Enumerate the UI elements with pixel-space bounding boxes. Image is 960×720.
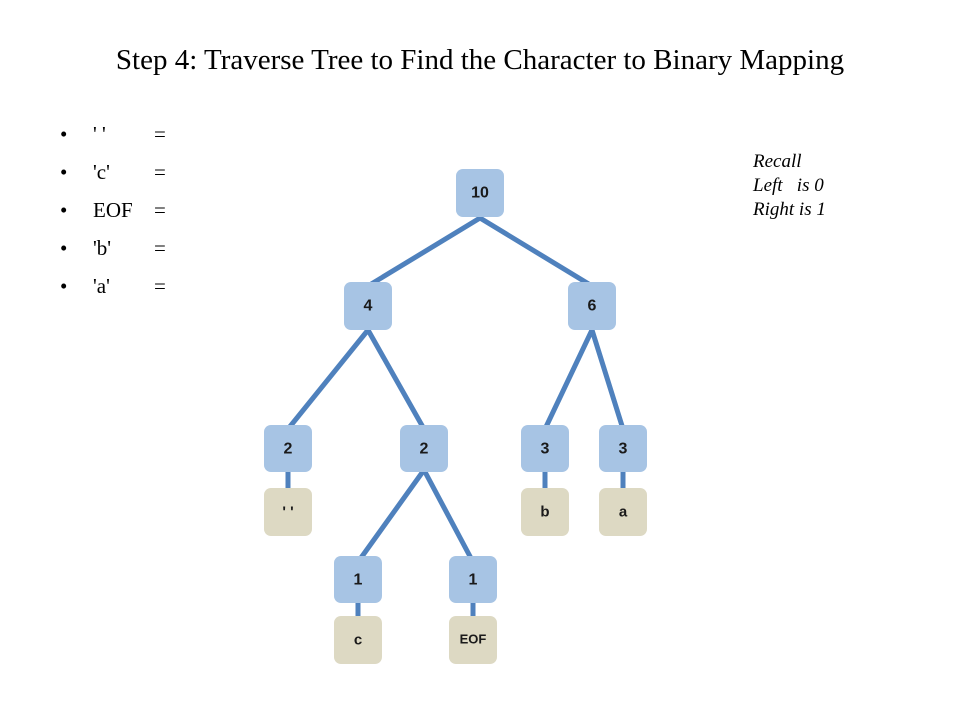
leaf-a-label: a	[619, 504, 628, 521]
leaf-eof-label: EOF	[460, 632, 487, 647]
node-ll-weight: 2	[284, 441, 293, 458]
edge-left-lr	[365, 327, 427, 432]
node-lrr: 1	[449, 556, 497, 603]
recall-note: Recall Left is 0 Right is 1	[753, 150, 826, 222]
node-lr-weight: 2	[420, 441, 429, 458]
leaf-space-label: ' '	[282, 504, 293, 521]
node-left: 4	[344, 282, 392, 330]
node-left-weight: 4	[364, 298, 373, 315]
mapping-symbol: ' '	[93, 122, 106, 146]
node-right: 6	[568, 282, 616, 330]
leaf-a: a	[599, 488, 647, 536]
node-ll: 2	[264, 425, 312, 472]
node-lrl-weight: 1	[354, 572, 363, 589]
edge-lr-lrr	[421, 467, 476, 565]
mapping-equals: =	[154, 274, 166, 298]
edge-right-rl	[542, 327, 595, 432]
edge-left-ll	[285, 327, 371, 432]
bullet-icon: •	[60, 122, 68, 146]
edge-right-rr	[589, 327, 626, 432]
leaf-space: ' '	[264, 488, 312, 536]
node-rl-weight: 3	[541, 441, 550, 458]
recall-left-rule: Left is 0	[753, 175, 824, 196]
mapping-symbol: EOF	[93, 198, 133, 222]
node-lrl: 1	[334, 556, 382, 603]
mapping-symbol: 'c'	[93, 160, 110, 184]
node-lrr-weight: 1	[469, 572, 478, 589]
bullet-icon: •	[60, 198, 68, 222]
node-rr-weight: 3	[619, 441, 628, 458]
page-title: Step 4: Traverse Tree to Find the Charac…	[115, 44, 845, 76]
node-right-weight: 6	[588, 298, 597, 315]
edge-root-left	[365, 215, 483, 289]
leaf-eof: EOF	[449, 616, 497, 664]
leaf-c: c	[334, 616, 382, 664]
recall-heading: Recall	[753, 151, 802, 172]
mapping-equals: =	[154, 160, 166, 184]
node-rl: 3	[521, 425, 569, 472]
recall-right-rule: Right is 1	[753, 199, 826, 220]
leaf-c-label: c	[354, 632, 362, 649]
node-root: 10	[456, 169, 504, 217]
edge-root-right	[477, 215, 595, 289]
mapping-symbol: 'a'	[93, 274, 110, 298]
mapping-equals: =	[154, 122, 166, 146]
leaf-b-label: b	[540, 504, 549, 521]
bullet-icon: •	[60, 236, 68, 260]
mapping-equals: =	[154, 236, 166, 260]
mapping-symbol: 'b'	[93, 236, 112, 260]
bullet-icon: •	[60, 274, 68, 298]
bullet-icon: •	[60, 160, 68, 184]
node-root-weight: 10	[471, 185, 489, 202]
tree-edges	[285, 215, 626, 618]
mapping-equals: =	[154, 198, 166, 222]
node-rr: 3	[599, 425, 647, 472]
edge-lr-lrl	[355, 467, 427, 565]
leaf-b: b	[521, 488, 569, 536]
node-lr: 2	[400, 425, 448, 472]
